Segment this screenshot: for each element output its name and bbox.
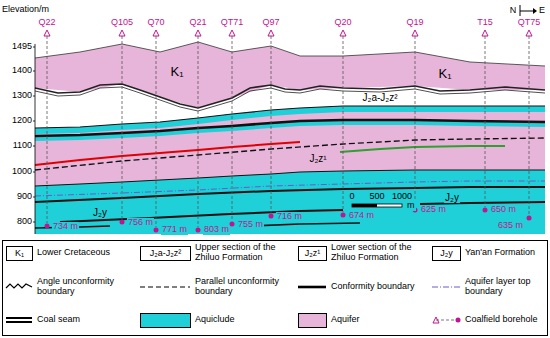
scale-unit: m (406, 201, 416, 211)
borehole-name: Q105 (111, 18, 133, 28)
legend-text: Aquiclude (195, 315, 293, 325)
legend-text: Coalfield borehole (465, 315, 545, 325)
tick-label: 1400 (12, 66, 32, 76)
legend-text: Conformity boundary (331, 282, 427, 292)
borehole-name: Q21 (189, 18, 206, 28)
depth-label: 650 m (490, 205, 517, 215)
depth-label: 755 m (237, 220, 264, 230)
depth-label: 756 m (127, 218, 154, 228)
formation-label: K₁ (438, 67, 451, 81)
borehole-name: Q97 (262, 18, 279, 28)
legend-text: Lower section of the Zhiluo Formation (331, 243, 427, 263)
borehole-name: Q70 (147, 18, 164, 28)
legend-swatch (140, 313, 191, 328)
legend-text: Aquifer layer top boundary (465, 277, 545, 297)
legend-text: Lower Cretaceous (37, 248, 135, 258)
formation-label: J₂y (92, 207, 108, 218)
legend-text: Coal seam (37, 315, 135, 325)
legend-sample-label: J₂y (440, 249, 453, 259)
scale-label: 500 (368, 192, 385, 202)
axis-title: Elevation/m (2, 5, 49, 15)
tick-label: 1000 (12, 167, 32, 177)
legend-text: Yan'an Formation (465, 248, 545, 258)
legend-sample-label: J₂a-J₂z² (150, 249, 182, 259)
borehole-name: Q20 (334, 18, 351, 28)
legend-sample-label: J₂z¹ (305, 249, 321, 259)
tick-label: 1100 (13, 141, 32, 151)
legend-swatch (298, 313, 327, 328)
borehole-name: Q19 (406, 18, 423, 28)
borehole-name: QT75 (518, 18, 541, 28)
formation-label: J₂z¹ (309, 153, 326, 164)
tick-label: 1300 (12, 91, 32, 101)
depth-label: 674 m (348, 211, 375, 221)
tick-label: 1495 (12, 42, 32, 52)
tick-label: 800 (17, 217, 32, 227)
depth-label: 716 m (276, 212, 303, 222)
borehole-name: Q22 (38, 18, 55, 28)
formation-label: K₁ (170, 65, 183, 79)
legend-text: Aquifer (331, 315, 427, 325)
depth-label: 635 m (497, 221, 524, 231)
tick-label: 900 (17, 192, 32, 202)
legend-text: Parallel unconformity boundary (195, 277, 293, 297)
formation-label: J₂y (444, 192, 460, 203)
borehole-name: QT71 (221, 18, 244, 28)
compass-label: N (510, 6, 517, 16)
legend-sample-label: K₁ (15, 249, 24, 259)
borehole-name: T15 (477, 18, 493, 28)
compass-label: E (539, 6, 545, 16)
depth-label: 771 m (161, 225, 188, 235)
depth-label: 625 m (420, 205, 447, 215)
tick-label: 1200 (12, 116, 32, 126)
depth-label: 734 m (52, 222, 79, 232)
legend-text: Angle unconformity boundary (37, 277, 135, 297)
scale-label: 0 (348, 192, 355, 202)
depth-label: 803 m (203, 225, 230, 235)
legend-text: Upper section of the Zhiluo Formation (195, 243, 293, 263)
formation-label: J₂a-J₂z² (363, 92, 398, 103)
